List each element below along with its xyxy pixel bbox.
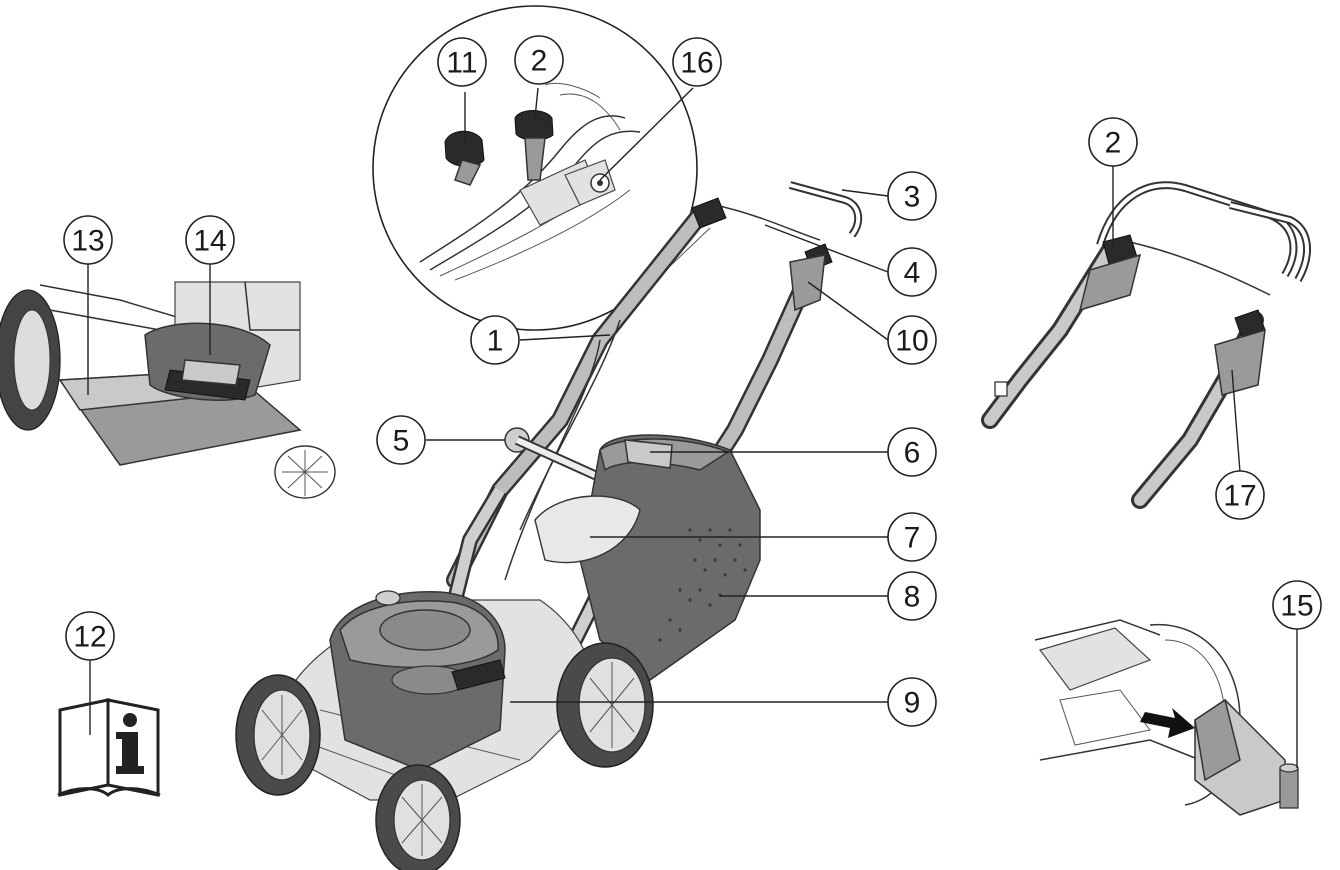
callout-8: 8 [887, 571, 937, 621]
callout-16-label: 16 [680, 47, 713, 80]
mulch-insert-detail [0, 278, 336, 500]
callout-15: 15 [1272, 580, 1322, 630]
callout-17: 17 [1215, 470, 1265, 520]
callout-10: 10 [887, 315, 937, 365]
callout-1: 1 [470, 315, 520, 365]
callout-2-right: 2 [1088, 117, 1138, 167]
callout-3: 3 [887, 171, 937, 221]
callout-11-label: 11 [446, 47, 477, 80]
callout-14: 14 [185, 215, 235, 265]
callout-5-label: 5 [393, 425, 410, 458]
callout-12-label: 12 [73, 621, 106, 654]
callout-13: 13 [63, 215, 113, 265]
callout-12: 12 [65, 611, 115, 661]
callout-15-label: 15 [1280, 590, 1313, 623]
callout-11: 11 [437, 37, 487, 87]
callout-9: 9 [887, 677, 937, 727]
callout-17-label: 17 [1223, 480, 1256, 513]
callout-4-label: 4 [904, 257, 921, 290]
callout-5: 5 [376, 415, 426, 465]
callout-8-label: 8 [904, 581, 921, 614]
callout-10-label: 10 [895, 325, 928, 358]
callout-3-label: 3 [904, 181, 921, 214]
rear-right-wheel [556, 642, 654, 768]
side-discharge-plug-detail [1030, 612, 1299, 816]
callout-7: 7 [887, 512, 937, 562]
lawnmower-main-illustration [235, 158, 863, 870]
callout-9-label: 9 [904, 687, 921, 720]
handle-lever-detail [981, 181, 1312, 509]
callout-2-label: 2 [531, 45, 548, 78]
callout-2-zoom: 2 [514, 35, 564, 85]
callout-1-label: 1 [487, 325, 504, 358]
callout-6: 6 [887, 427, 937, 477]
callout-4: 4 [887, 247, 937, 297]
read-manual-icon [57, 698, 161, 797]
callout-7-label: 7 [904, 522, 921, 555]
callout-16: 16 [672, 37, 722, 87]
front-right-wheel [375, 764, 461, 870]
callout-13-label: 13 [71, 225, 104, 258]
callout-14-label: 14 [193, 225, 226, 258]
callout-2-right-label: 2 [1105, 127, 1122, 160]
handle-controls-zoom-detail [372, 5, 713, 331]
callout-6-label: 6 [904, 437, 921, 470]
leader-lines [87, 87, 1298, 768]
front-left-wheel [235, 674, 321, 796]
